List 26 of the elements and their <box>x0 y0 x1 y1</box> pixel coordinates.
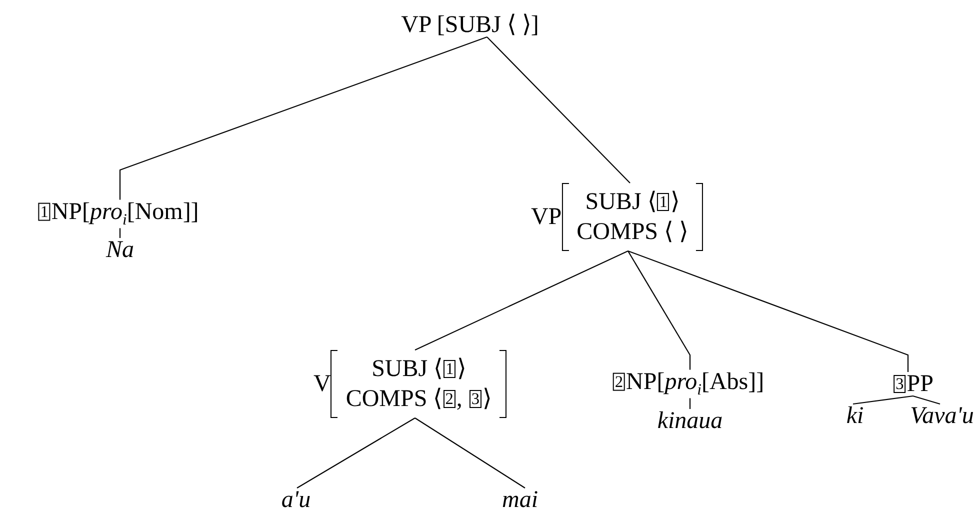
tree-node-label: Vava'u <box>910 404 974 428</box>
tree-node-label: a'u <box>281 488 311 512</box>
tree-branch <box>912 395 940 405</box>
tree-branch <box>119 36 488 200</box>
feature-row-text: COMPS ⟨ ⟩ <box>576 218 688 247</box>
tree-node-label: Na <box>106 238 134 262</box>
category-label: VP <box>530 205 562 229</box>
category-label: V <box>313 372 331 396</box>
tree-branch <box>852 395 914 405</box>
tree-node-label: kinaua <box>657 409 723 433</box>
tree-node-label: ki <box>846 404 864 428</box>
tree-branch <box>414 418 526 488</box>
tree-branch <box>296 418 416 488</box>
feature-row-text: COMPS ⟨2, 3⟩ <box>346 385 492 414</box>
tree-branch <box>486 36 630 184</box>
tree-node-label: 3PP <box>892 372 934 396</box>
tree-node-label: mai <box>502 488 538 512</box>
tree-branch <box>414 250 628 350</box>
feature-row-text: SUBJ ⟨1⟩ <box>585 188 680 217</box>
tree-branch <box>689 398 691 409</box>
tree-node-label: 2NP[pro$_{i}$[Abs]] <box>612 370 764 398</box>
tree-branch <box>628 250 691 370</box>
feature-row-text: SUBJ ⟨1⟩ <box>372 355 466 384</box>
tree-branch <box>119 228 121 238</box>
tree-branch <box>628 250 909 372</box>
tree-node-label: VP [SUBJ ⟨ ⟩] <box>401 13 539 37</box>
